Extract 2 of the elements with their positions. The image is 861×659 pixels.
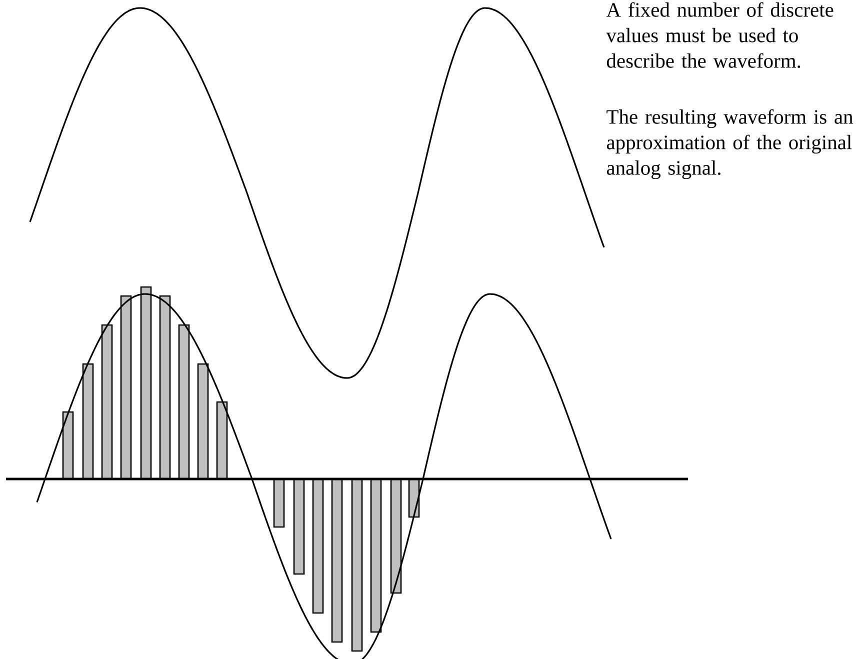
note-text: The resulting waveform is an approximation of the original analog signal.	[606, 109, 853, 180]
note-text: A fixed number of discrete values must be used to describe the waveform.	[606, 2, 834, 68]
